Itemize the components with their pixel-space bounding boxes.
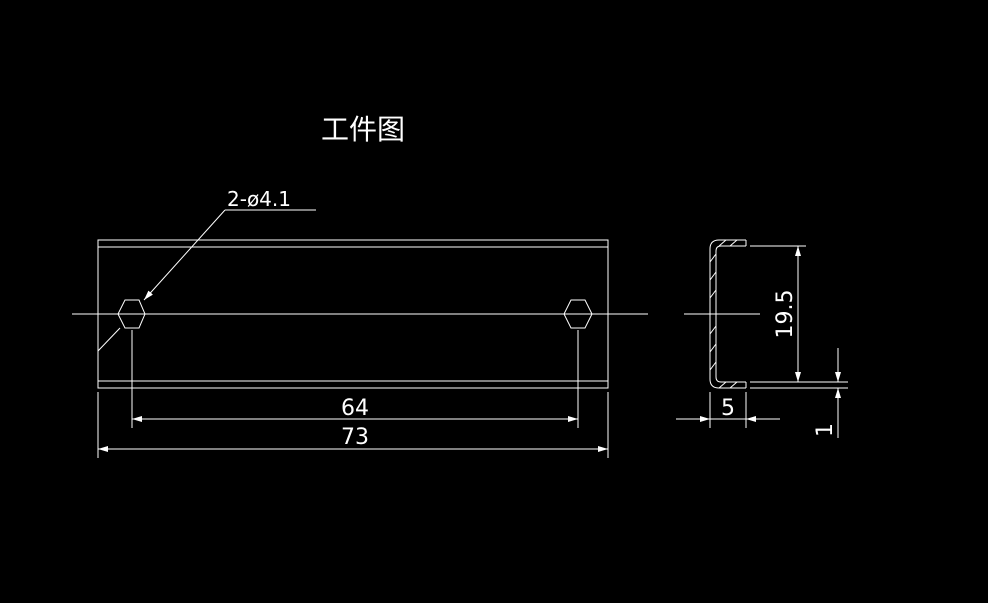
right-hole xyxy=(563,299,593,329)
dim-overall-length: 73 xyxy=(341,425,369,450)
dim-hole-spacing: 64 xyxy=(341,396,369,421)
dim-flange-width: 5 xyxy=(721,396,735,421)
hole-leader xyxy=(143,209,226,301)
hole-callout-label: 2-ø4.1 xyxy=(227,187,291,211)
front-view: 2-ø4.1 64 73 xyxy=(72,187,648,458)
side-view: 19.5 5 1 xyxy=(676,239,848,438)
drawing-title: 工件图 xyxy=(321,113,405,146)
section-outer xyxy=(709,239,746,389)
dim-height: 19.5 xyxy=(773,290,798,339)
section-inner xyxy=(715,245,746,383)
left-hole xyxy=(117,299,146,329)
dim-thickness: 1 xyxy=(813,423,838,437)
section-hatch xyxy=(709,239,738,389)
hole-leader-tail xyxy=(97,327,121,352)
